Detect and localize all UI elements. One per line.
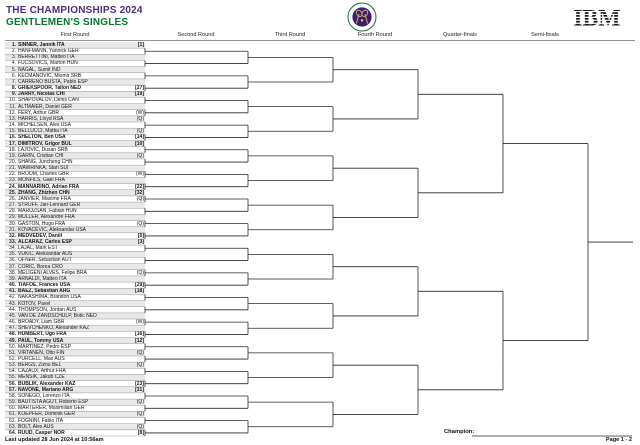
column-header-first-round: First Round xyxy=(60,32,90,38)
player-number: 64. xyxy=(9,429,16,436)
player-row: 1.SINNER, Jannik ITA [1] xyxy=(5,42,145,49)
player-name: SINNER, Jannik ITA xyxy=(18,42,65,48)
player-number: 1. xyxy=(11,42,16,48)
event-title: THE CHAMPIONSHIPS 2024 xyxy=(6,5,143,16)
bracket-lines xyxy=(144,48,633,437)
player-name: RUUD, Casper NOR xyxy=(18,429,65,436)
column-header-second-round: Second Round xyxy=(177,32,215,38)
column-header-quarter-finals: Quarter-finals xyxy=(443,32,477,38)
column-header-semi-finals: Semi-finals xyxy=(531,32,559,38)
player-row: 64.RUUD, Casper NOR [8] xyxy=(5,430,145,436)
event-subtitle: GENTLEMEN'S SINGLES xyxy=(6,17,129,28)
wimbledon-logo-icon xyxy=(347,2,377,32)
last-updated-text: Last updated 28 Jun 2024 at 10:56am xyxy=(5,437,104,443)
title-block: THE CHAMPIONSHIPS 2024 GENTLEMEN'S SINGL… xyxy=(6,5,143,28)
column-header-third-round: Third Round xyxy=(274,32,306,38)
draw-table: 1.SINNER, Jannik ITA[1]2.HANFMANN, Yanni… xyxy=(5,42,145,436)
champion-label: Champion: xyxy=(444,429,475,435)
column-header-fourth-round: Fourth Round xyxy=(357,32,393,38)
svg-text:IBM: IBM xyxy=(573,6,620,29)
ibm-logo-icon: IBM xyxy=(573,6,620,29)
page-number: Page 1 - 2 xyxy=(605,437,632,443)
player-seed-tag: [1] xyxy=(137,42,144,48)
player-seed-tag: [8] xyxy=(137,429,144,436)
